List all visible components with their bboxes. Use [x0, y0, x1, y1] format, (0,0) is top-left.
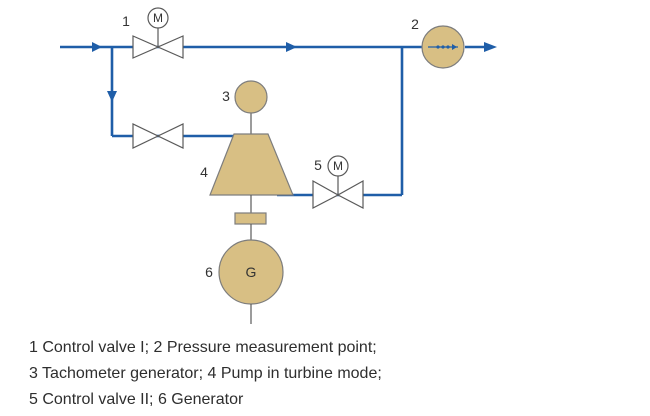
legend-line-3: 5 Control valve II; 6 Generator	[29, 391, 244, 408]
label-2: 2	[411, 16, 419, 32]
generator-label: G	[246, 264, 257, 280]
outlet-arrow	[484, 42, 497, 52]
label-1: 1	[122, 13, 130, 29]
label-5: 5	[314, 157, 322, 173]
flow-arrow	[286, 42, 297, 52]
pump-in-turbine-mode	[209, 133, 294, 196]
legend: 1 Control valve I; 2 Pressure measuremen…	[29, 335, 382, 413]
motor-label: M	[333, 159, 343, 173]
pressure-measurement-point	[421, 25, 465, 69]
bypass-arrow	[107, 91, 117, 102]
label-6: 6	[205, 264, 213, 280]
motor-icon	[147, 7, 169, 29]
control-valve-2: M	[312, 155, 364, 209]
motor-icon	[327, 155, 349, 177]
bypass-valve	[132, 123, 184, 149]
motor-label: M	[153, 11, 163, 25]
pipeline-diagram: M 1 M 5 2 3 4 G 6	[60, 7, 497, 324]
legend-line-2: 3 Tachometer generator; 4 Pump in turbin…	[29, 365, 382, 382]
legend-line-1: 1 Control valve I; 2 Pressure measuremen…	[29, 339, 377, 356]
tachometer-generator	[234, 80, 268, 114]
label-3: 3	[222, 88, 230, 104]
coupling	[234, 212, 267, 225]
inlet-arrow	[92, 42, 102, 52]
control-valve-1: M	[132, 7, 184, 59]
label-4: 4	[200, 164, 208, 180]
